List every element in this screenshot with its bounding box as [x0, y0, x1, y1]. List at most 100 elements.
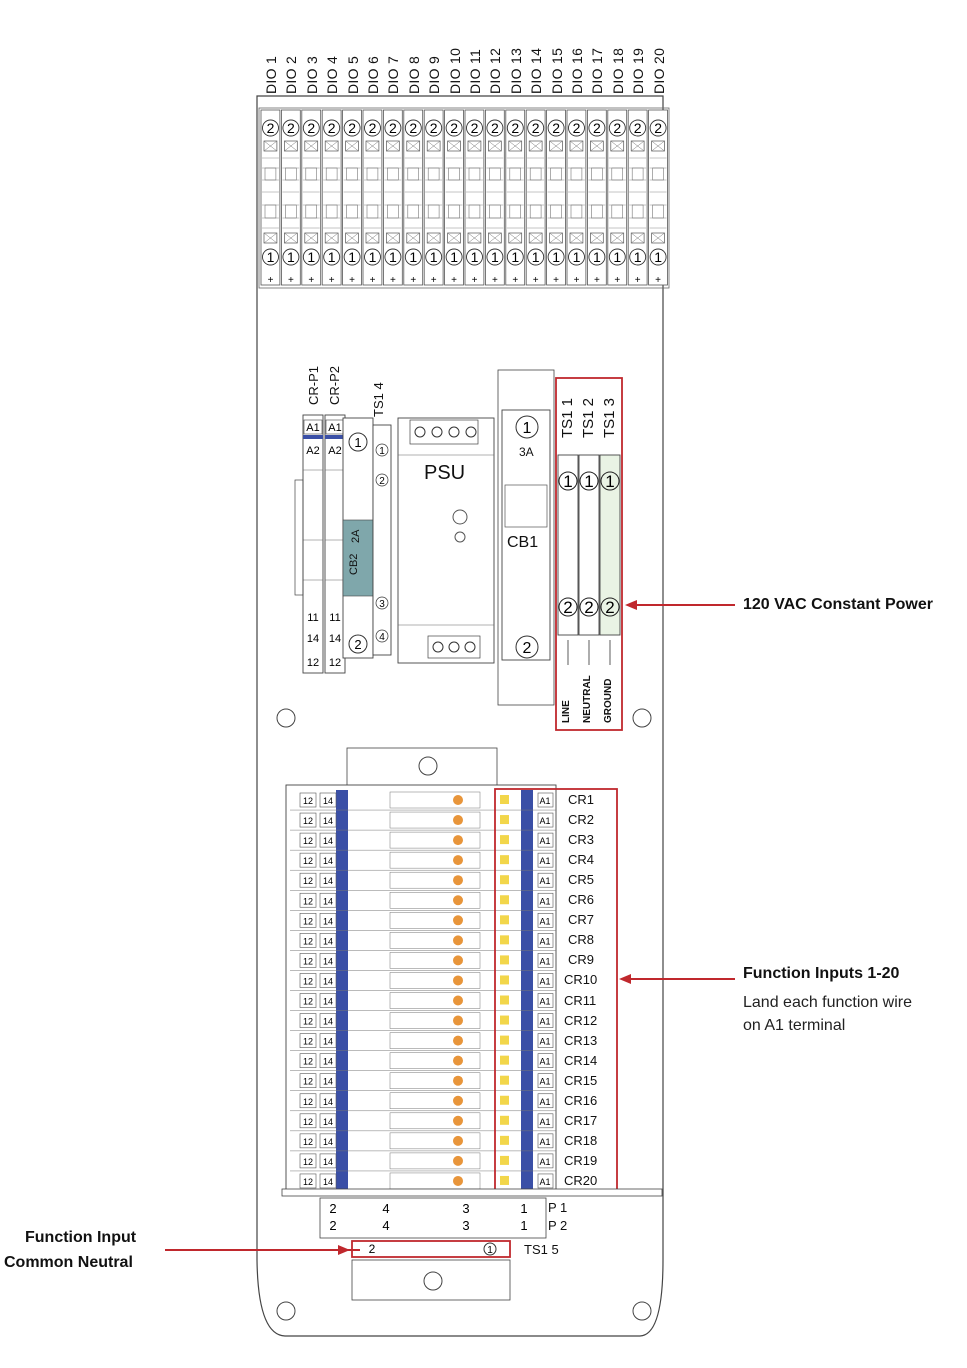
- relay-a1-label: A1: [539, 936, 550, 946]
- relay-12-num: 12: [303, 876, 313, 886]
- cb1-handle: [504, 484, 548, 528]
- relay-a1-label: A1: [539, 1037, 550, 1047]
- dio-top-circle: [629, 119, 647, 137]
- relay-body: [389, 791, 481, 809]
- relay-a1-box: [537, 1113, 554, 1129]
- dio-screw-box: [263, 232, 278, 244]
- dio-plus: +: [533, 275, 539, 286]
- relay-12-box: [299, 852, 317, 868]
- relay-body: [389, 1092, 481, 1109]
- dio-slot: [325, 167, 338, 181]
- relay-label: CR13: [564, 1032, 598, 1048]
- mounting-hole: [632, 1301, 652, 1321]
- relay-14-num: 14: [323, 1157, 333, 1167]
- relay-label: CR15: [564, 1072, 598, 1088]
- relay-a1-label: A1: [539, 876, 550, 886]
- dio-screw-x: [488, 140, 502, 152]
- dio-screw-x: [569, 140, 584, 152]
- ts1-highlight-box: [555, 377, 623, 731]
- dio-screw-box: [590, 232, 604, 244]
- relay-led-yellow: [500, 995, 509, 1005]
- dio-screw-box: [304, 140, 319, 152]
- ts1-body: [578, 454, 600, 636]
- dio-bottom-number: 1: [430, 249, 438, 265]
- dio-label: DIO 17: [589, 47, 606, 94]
- relay-12-box: [299, 1133, 317, 1149]
- ts1-top-num: 1: [584, 472, 593, 491]
- dio-screw-box: [590, 140, 604, 152]
- relay-a1-box: [537, 1033, 554, 1048]
- dio-bottom-number: 1: [471, 249, 479, 265]
- line-wire-label: LINE: [561, 700, 572, 723]
- dio-slot: [407, 167, 419, 181]
- dio-label: DIO 1: [263, 55, 279, 94]
- dio-screw-x: [569, 232, 584, 244]
- relay-12-num: 12: [303, 1117, 313, 1127]
- dio-screw-x: [549, 232, 563, 244]
- relay-12-num: 12: [303, 796, 313, 806]
- dio-slot: [346, 204, 358, 219]
- relay-led-yellow: [500, 1055, 509, 1065]
- dio-plus: +: [614, 275, 620, 286]
- relay-a1-box: [537, 1053, 554, 1068]
- dio-screw-box: [365, 232, 380, 244]
- relay-14-box: [319, 1053, 337, 1068]
- dio-bottom-number: 1: [328, 249, 336, 265]
- dio-terminal: 21+: [280, 109, 301, 286]
- dio-label: DIO 13: [507, 47, 524, 94]
- dio-screw-x: [325, 140, 339, 152]
- relay-a1-label: A1: [539, 956, 550, 966]
- dio-bottom-circle: [343, 248, 361, 266]
- relay-led-orange: [453, 1155, 463, 1166]
- callout-inputs-line2: on A1 terminal: [743, 1017, 846, 1034]
- dio-screw-x: [610, 232, 624, 244]
- relay-14-num: 14: [323, 1057, 333, 1067]
- dio-top-circle: [547, 119, 565, 137]
- relay-14-num: 14: [323, 916, 333, 926]
- dio-plus: +: [553, 275, 559, 286]
- relay-a1-box: [537, 1153, 554, 1169]
- relay-14-box: [319, 812, 337, 828]
- dio-screw-box: [651, 232, 665, 244]
- dio-terminal: 21+: [403, 109, 424, 286]
- dio-terminal: 21+: [362, 109, 383, 286]
- relay-body: [389, 972, 481, 989]
- dio-screw-box: [324, 140, 339, 152]
- relay-led-orange: [453, 1035, 463, 1046]
- dio-bottom-number: 1: [348, 249, 356, 265]
- relay-label: CR16: [564, 1092, 598, 1108]
- cb1-bottom-num: 2: [523, 640, 532, 657]
- dio-screw-x: [508, 232, 522, 244]
- dio-top-number: 2: [389, 120, 397, 136]
- dio-top-number: 2: [430, 120, 438, 136]
- dio-terminal-body: [648, 109, 668, 286]
- dio-top-circle: [445, 119, 463, 137]
- relay-body: [389, 912, 481, 929]
- relay-body: [389, 1152, 481, 1170]
- relay-led-yellow: [500, 895, 509, 905]
- relay-led-yellow: [500, 1155, 509, 1165]
- dio-screw-box: [406, 140, 421, 152]
- relay-body: [389, 871, 481, 889]
- relay-led-orange: [453, 835, 463, 846]
- dio-slot: [611, 167, 623, 181]
- dio-terminal-body: [525, 109, 546, 286]
- relay-12-box: [299, 1093, 317, 1109]
- dio-screw-x: [590, 140, 604, 152]
- cb1-rating: 3A: [519, 445, 534, 459]
- dio-screw-box: [386, 232, 400, 244]
- dio-bottom-number: 1: [287, 249, 295, 265]
- dio-top-circle: [466, 119, 483, 137]
- relay-led-yellow: [500, 1115, 509, 1125]
- dio-slot: [570, 167, 583, 181]
- dio-plus: +: [492, 275, 498, 286]
- dio-top-number: 2: [491, 120, 499, 136]
- relay-label: CR12: [564, 1012, 598, 1028]
- dio-slot: [387, 167, 399, 181]
